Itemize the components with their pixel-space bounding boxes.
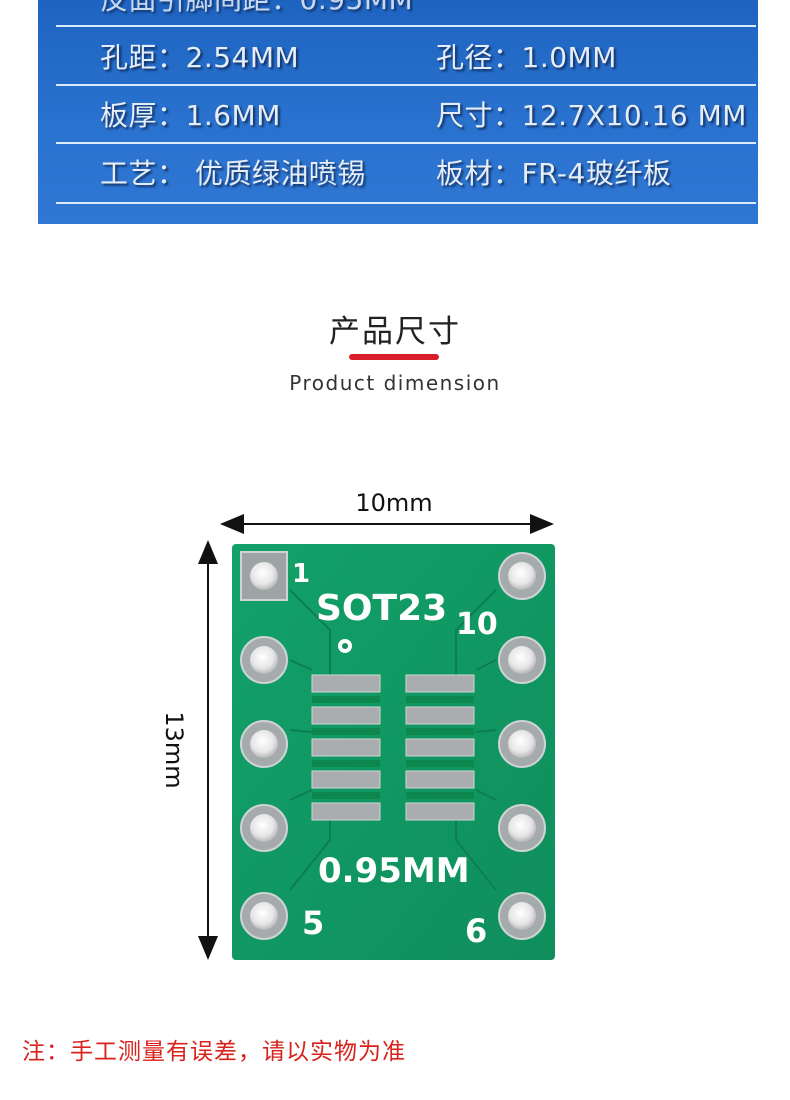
title-underline [349,354,439,360]
pad-hole [250,730,278,758]
smd-pad [405,674,475,693]
pad-hole [250,562,278,590]
spec-process: 工艺： 优质绿油喷锡 [100,157,366,190]
pcb-traces [289,589,497,891]
smd-pad [405,706,475,725]
pcb-board [232,544,555,960]
pad-hole [508,562,536,590]
spec-divider [56,142,756,144]
smd-pad [311,738,381,757]
smd-pad [405,770,475,789]
spec-row: 工艺： 优质绿油喷锡 板材：FR-4玻纤板 [100,152,750,192]
pad-hole [508,814,536,842]
pin-label-1: 1 [292,559,310,589]
section-title: 产品尺寸 [329,314,461,350]
pad-hole [508,730,536,758]
spec-row-cut: 反面引脚间距：0.95MM [100,0,750,18]
smd-pad [405,738,475,757]
smd-pad [311,706,381,725]
smd-pads-left [311,674,381,821]
part-label: SOT23 [316,588,447,629]
pin-label-6: 6 [465,912,487,950]
right-pads [498,552,546,940]
spec-row: 板厚：1.6MM 尺寸：12.7X10.16 MM [100,94,750,134]
smd-pad [311,674,381,693]
spec-divider [56,202,756,204]
spec-backside-pitch: 反面引脚间距：0.95MM [100,0,413,18]
pitch-label: 0.95MM [318,851,470,891]
smd-pads-right [405,674,475,821]
smd-pad [311,770,381,789]
spec-row: 孔距：2.54MM 孔径：1.0MM [100,36,750,76]
pad-hole [508,902,536,930]
pad-hole [508,646,536,674]
height-label: 13mm [160,711,188,788]
spec-material: 板材：FR-4玻纤板 [436,157,672,190]
spec-panel: 反面引脚间距：0.95MM 孔距：2.54MM 孔径：1.0MM 板厚：1.6M… [38,0,758,224]
spec-hole-pitch: 孔距：2.54MM [100,41,300,74]
section-subtitle: Product dimension [289,371,501,395]
pin-label-10: 10 [456,607,498,642]
spec-size: 尺寸：12.7X10.16 MM [436,99,747,132]
measurement-note: 注：手工测量有误差，请以实物为准 [22,1039,406,1065]
smd-separators [312,696,474,799]
pad-hole [250,902,278,930]
width-label: 10mm [355,489,432,517]
pin-label-5: 5 [302,904,324,942]
smd-pad [311,802,381,821]
spec-board-thickness: 板厚：1.6MM [100,99,281,132]
pad-hole [250,814,278,842]
smd-pad [405,802,475,821]
left-pads [240,551,288,940]
spec-divider [56,25,756,27]
spec-divider [56,84,756,86]
pad-hole [250,646,278,674]
spec-hole-diameter: 孔径：1.0MM [436,41,617,74]
pcb-dimension-diagram: 10mm 13mm [160,489,555,960]
